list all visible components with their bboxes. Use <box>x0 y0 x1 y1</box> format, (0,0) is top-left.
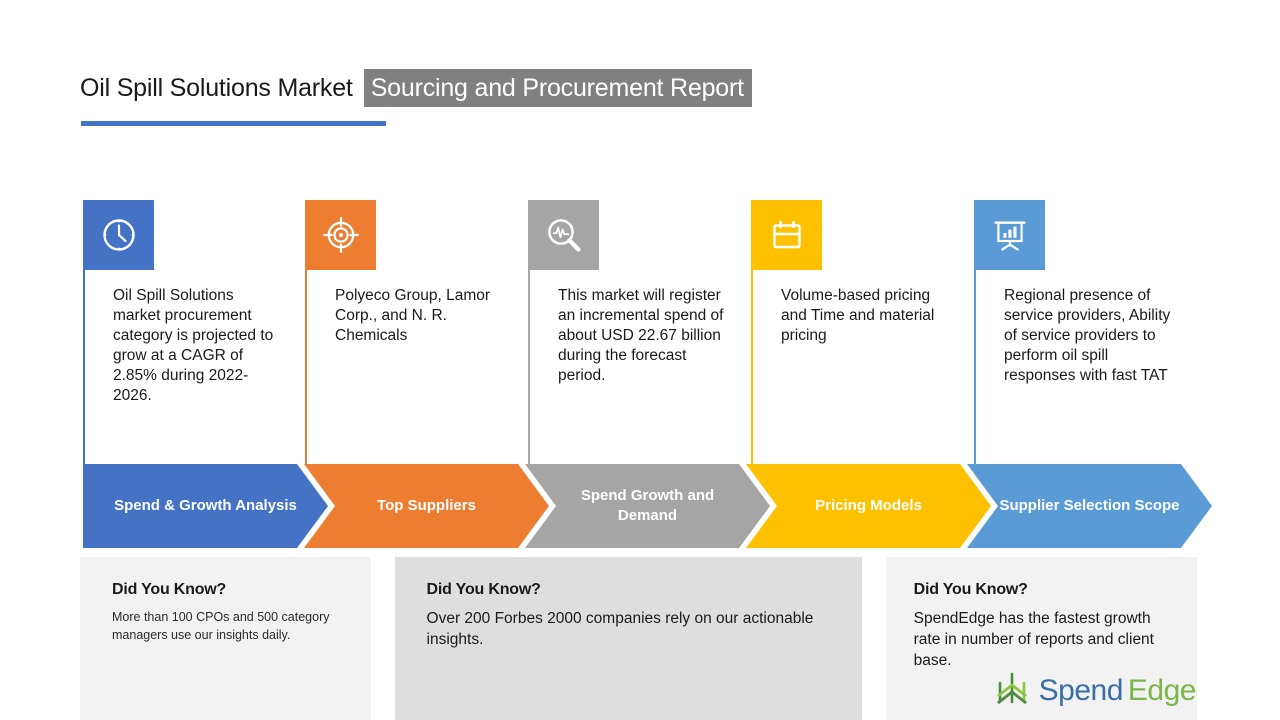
info-column-spend-growth-analysis: Oil Spill Solutions market procurement c… <box>83 200 305 465</box>
stage-chevron-label: Spend & Growth Analysis <box>114 497 297 514</box>
process-stage-chevrons: Spend & Growth Analysis Top Suppliers Sp… <box>83 464 1213 548</box>
stage-chevron-label: Spend Growth and Demand <box>580 487 715 524</box>
market-analysis-icon <box>528 200 599 270</box>
stage-chevron-label: Pricing Models <box>815 497 922 514</box>
did-you-know-title: Did You Know? <box>112 581 227 598</box>
logo-word-spend: Spend <box>1038 673 1124 707</box>
info-column-supplier-selection-scope: Regional presence of service providers, … <box>974 200 1197 465</box>
did-you-know-title: Did You Know? <box>426 581 541 598</box>
stage-chevron-label: Top Suppliers <box>377 497 476 514</box>
info-column-text: Regional presence of service providers, … <box>1004 287 1171 384</box>
did-you-know-panel: Did You Know? More than 100 CPOs and 500… <box>80 557 372 720</box>
page-title: Oil Spill Solutions Market Sourcing and … <box>80 69 752 107</box>
stage-chevron-label: Supplier Selection Scope <box>999 497 1180 514</box>
target-icon <box>305 200 376 270</box>
column-divider-rule <box>528 270 530 465</box>
stage-chevron-pricing-models[interactable]: Pricing Models <box>746 464 991 548</box>
did-you-know-panel: Did You Know? Over 200 Forbes 2000 compa… <box>394 557 863 720</box>
did-you-know-panel: Did You Know? SpendEdge has the fastest … <box>885 557 1197 720</box>
spendedge-logo: Spend Edge <box>994 671 1197 710</box>
did-you-know-body: More than 100 CPOs and 500 category mana… <box>112 610 330 642</box>
did-you-know-title: Did You Know? <box>913 581 1028 598</box>
page-title-main: Oil Spill Solutions Market <box>80 74 353 102</box>
column-divider-rule <box>305 270 307 465</box>
column-divider-rule <box>974 270 976 465</box>
stage-chevron-spend-growth-demand[interactable]: Spend Growth and Demand <box>525 464 770 548</box>
panel-gap <box>371 557 395 720</box>
info-column-text: Volume-based pricing and Time and materi… <box>781 287 935 344</box>
stage-chevron-top-suppliers[interactable]: Top Suppliers <box>304 464 549 548</box>
calendar-icon <box>751 200 822 270</box>
info-column-text: Polyeco Group, Lamor Corp., and N. R. Ch… <box>335 287 491 344</box>
presentation-chart-icon <box>974 200 1045 270</box>
page-title-highlight: Sourcing and Procurement Report <box>363 69 752 107</box>
panel-gap <box>862 557 886 720</box>
spendedge-tree-logo-icon <box>994 671 1030 710</box>
column-divider-rule <box>751 270 753 465</box>
did-you-know-body: SpendEdge has the fastest growth rate in… <box>913 610 1154 669</box>
did-you-know-body: Over 200 Forbes 2000 companies rely on o… <box>426 610 814 648</box>
title-underline-rule <box>81 121 386 126</box>
stage-chevron-spend-growth-analysis[interactable]: Spend & Growth Analysis <box>83 464 328 548</box>
clock-icon <box>83 200 154 270</box>
stage-chevron-supplier-selection-scope[interactable]: Supplier Selection Scope <box>967 464 1212 548</box>
info-column-spend-growth-demand: This market will register an incremental… <box>528 200 751 465</box>
info-column-text: This market will register an incremental… <box>558 287 724 384</box>
info-column-text: Oil Spill Solutions market procurement c… <box>113 287 274 404</box>
column-divider-rule <box>83 270 85 465</box>
info-columns: Oil Spill Solutions market procurement c… <box>83 200 1197 465</box>
did-you-know-panels: Did You Know? More than 100 CPOs and 500… <box>80 557 1197 720</box>
logo-word-edge: Edge <box>1127 673 1197 707</box>
info-column-top-suppliers: Polyeco Group, Lamor Corp., and N. R. Ch… <box>305 200 528 465</box>
info-column-pricing-models: Volume-based pricing and Time and materi… <box>751 200 974 465</box>
